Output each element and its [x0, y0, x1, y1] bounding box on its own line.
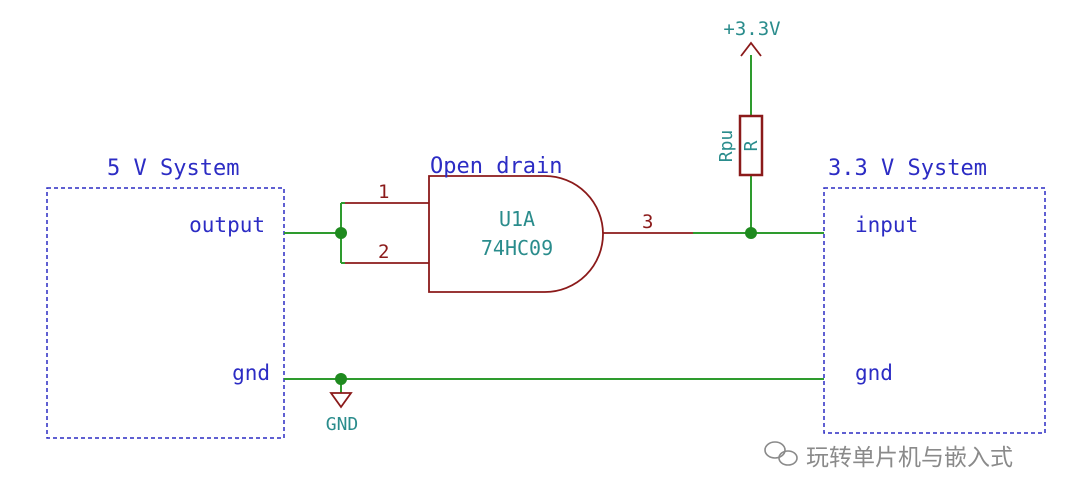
ground-label: GND — [326, 414, 359, 435]
junction-input-node — [335, 227, 347, 239]
right-system-border — [823, 187, 1046, 434]
left-port-output-label: output — [189, 213, 265, 237]
left-port-gnd-label: gnd — [232, 361, 270, 385]
gate-reference: U1A — [499, 207, 535, 231]
junction-gnd-node — [335, 373, 347, 385]
resistor-value: R — [741, 140, 762, 151]
gate-u1a: 1 2 3 Open drain U1A 74HC09 — [345, 154, 693, 293]
right-system-title: 3.3 V System — [828, 156, 987, 181]
resistor-body — [738, 114, 764, 177]
gate-pin3-number: 3 — [642, 211, 653, 233]
ground-symbol: GND — [326, 392, 359, 435]
watermark-text: 玩转单片机与嵌入式 — [806, 445, 1013, 471]
ground-triangle-icon — [329, 392, 353, 409]
watermark: 玩转单片机与嵌入式 — [764, 441, 1013, 471]
wechat-icon — [764, 441, 798, 466]
junction-output-node — [745, 227, 757, 239]
right-port-input-label: input — [855, 213, 918, 237]
gate-body — [428, 175, 604, 293]
gate-value: 74HC09 — [481, 236, 553, 260]
gate-pin2-number: 2 — [378, 241, 389, 263]
gate-pin1-number: 1 — [378, 181, 389, 203]
right-system-block: 3.3 V System input gnd — [823, 156, 1046, 434]
left-system-block: 5 V System output gnd — [46, 156, 285, 439]
supply-symbol: +3.3V — [723, 18, 781, 57]
resistor-reference: Rpu — [716, 130, 737, 163]
supply-arrow-icon — [740, 41, 762, 57]
left-system-border — [46, 187, 285, 439]
wires — [284, 55, 824, 393]
gate-title: Open drain — [430, 154, 562, 179]
left-system-title: 5 V System — [107, 156, 239, 181]
resistor-rpu: Rpu R — [716, 114, 764, 177]
supply-label: +3.3V — [723, 18, 780, 40]
right-port-gnd-label: gnd — [855, 361, 893, 385]
